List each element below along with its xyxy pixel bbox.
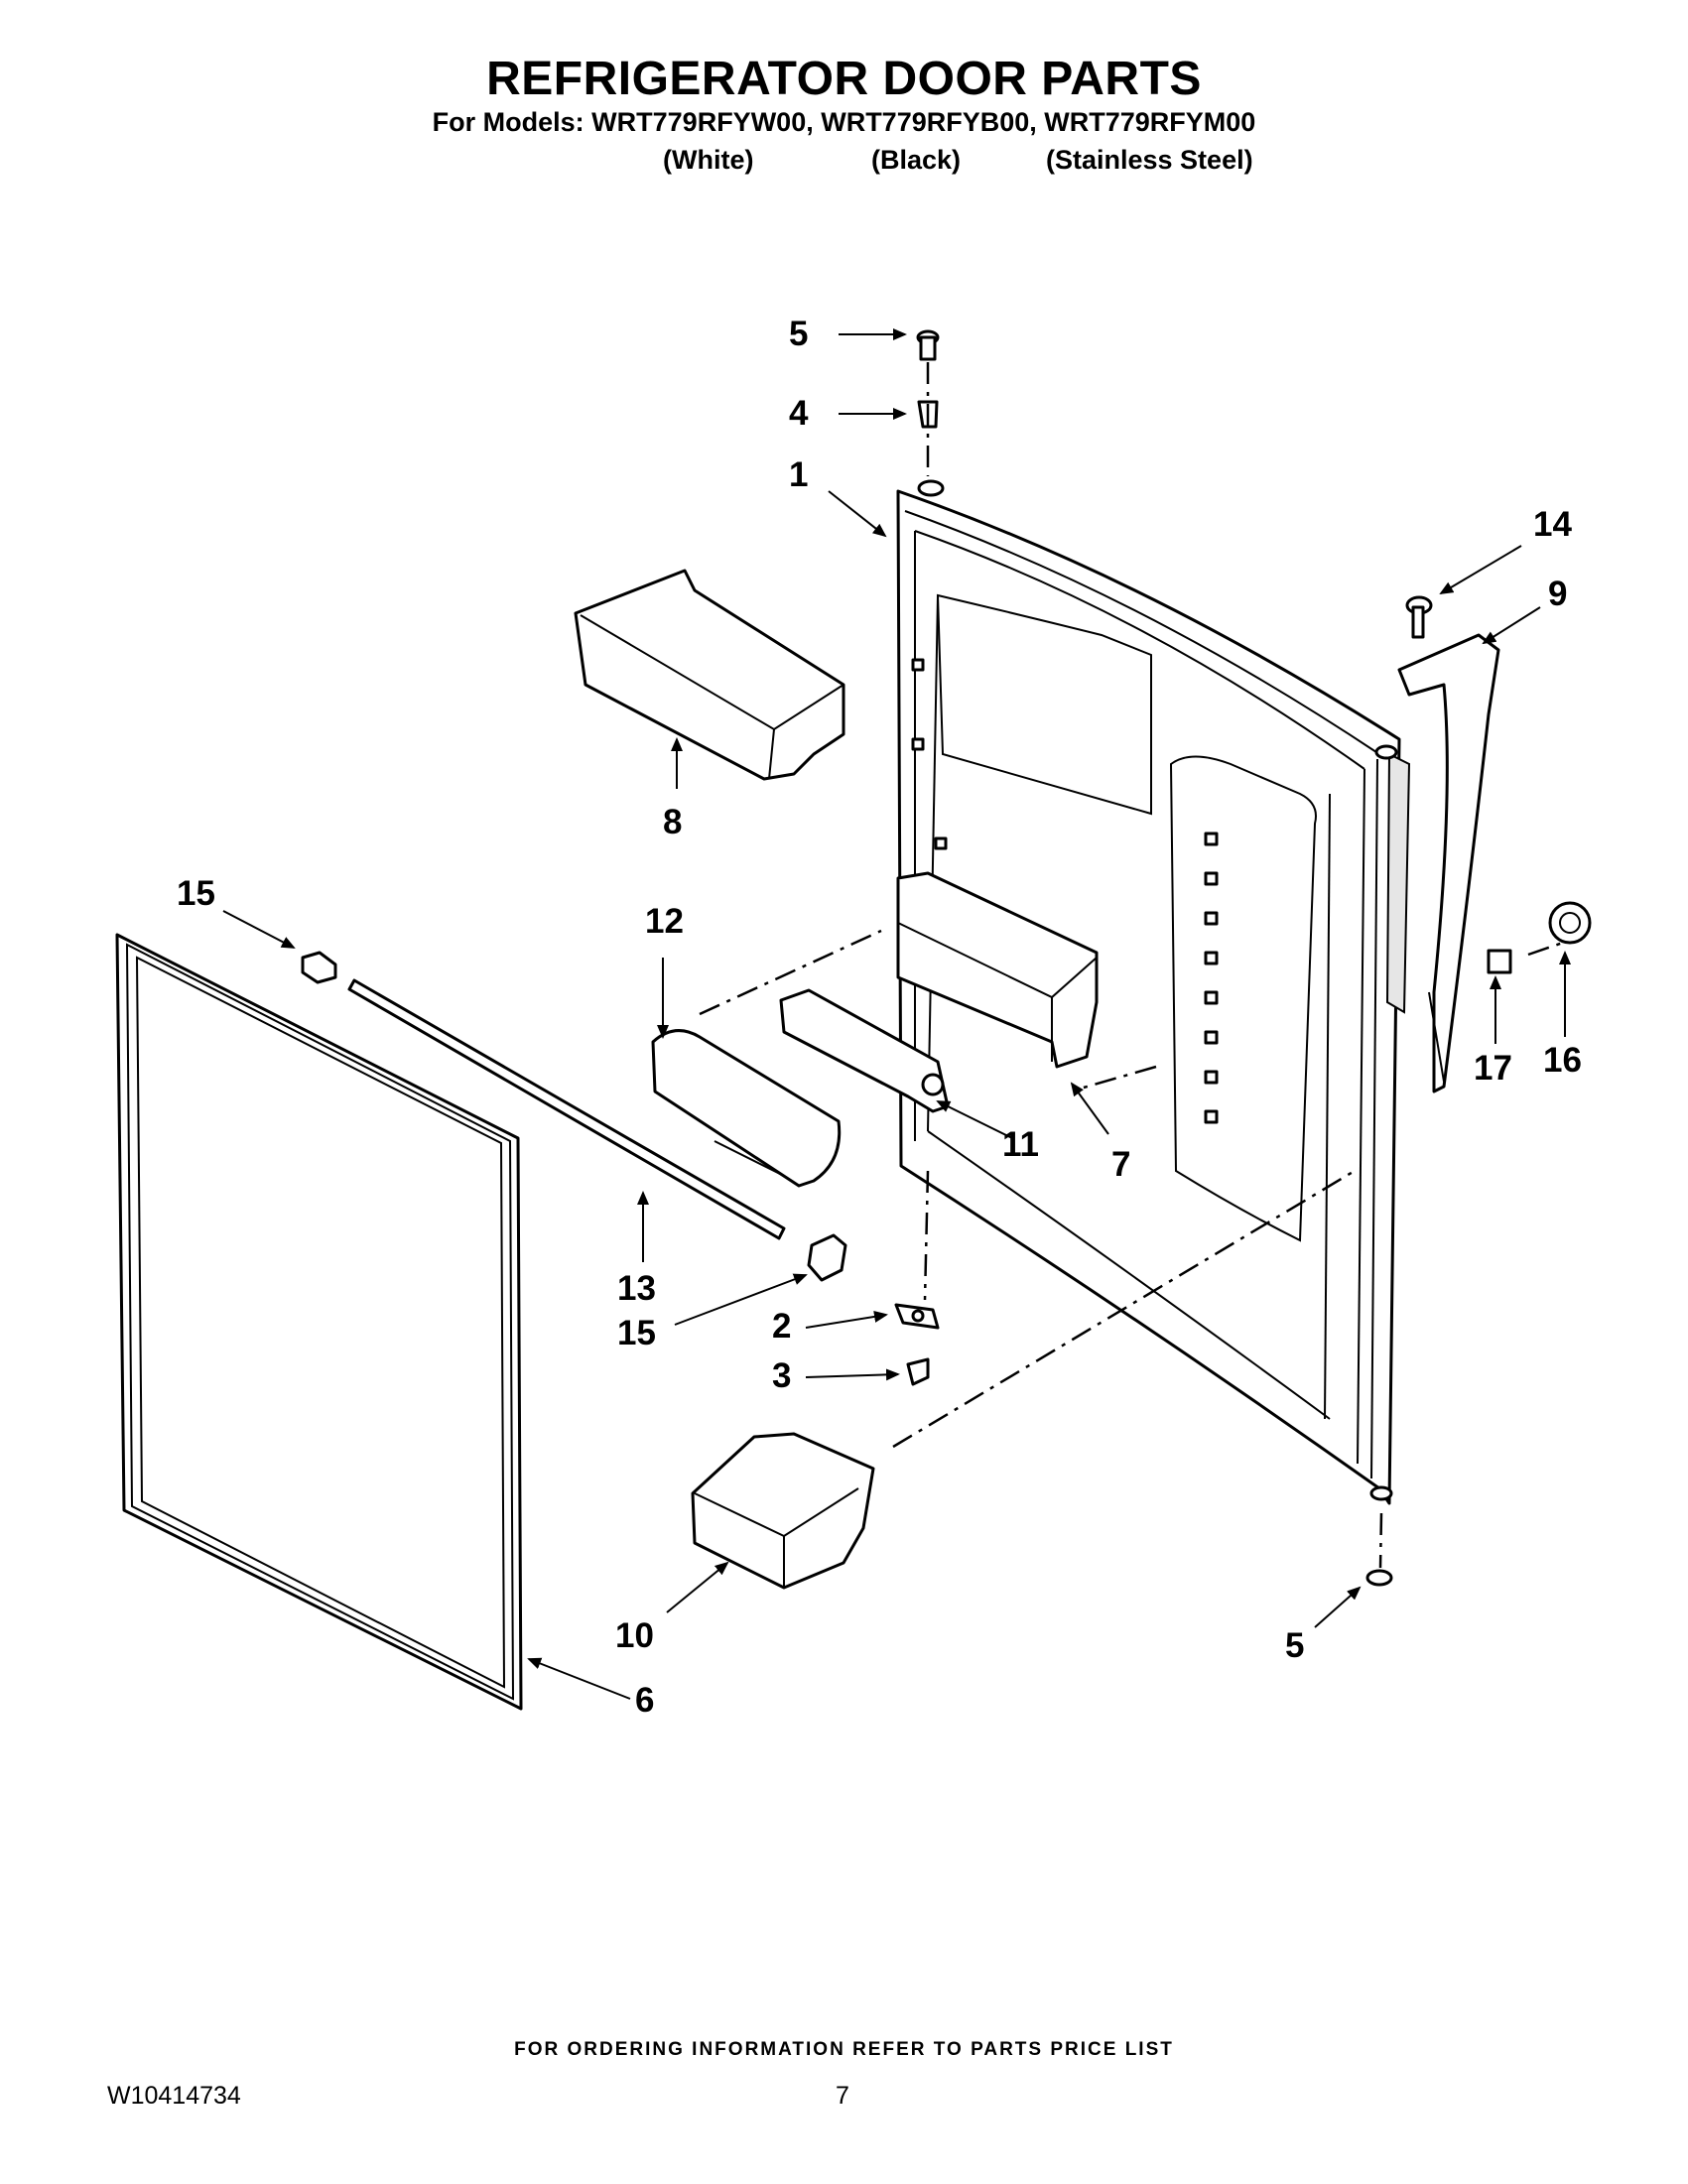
door-bin-8 [574, 569, 845, 781]
screw-14 [1405, 595, 1433, 639]
callout-3: 3 [772, 1356, 791, 1395]
door-gasket [115, 933, 523, 1711]
callout-10: 10 [615, 1616, 654, 1655]
callout-8: 8 [663, 803, 682, 841]
callout-12: 12 [645, 902, 684, 941]
dispenser-shelf-7 [896, 871, 1099, 1069]
page-title: REFRIGERATOR DOOR PARTS [486, 53, 1202, 105]
bin-11 [779, 988, 950, 1113]
callout-5-top: 5 [789, 315, 808, 353]
door-bin-10 [691, 1432, 875, 1590]
page-number: 7 [836, 2082, 849, 2110]
callout-5-bottom: 5 [1285, 1626, 1304, 1665]
assembly-lines [699, 362, 1564, 1569]
handle-9 [1397, 633, 1500, 1093]
clip-15-top [301, 951, 337, 984]
callout-4: 4 [789, 394, 809, 433]
callout-6: 6 [635, 1681, 654, 1720]
knob-16 [1548, 901, 1592, 945]
callout-9: 9 [1548, 575, 1567, 613]
callout-leaders [222, 328, 1571, 1700]
ordering-note: FOR ORDERING INFORMATION REFER TO PARTS … [514, 2039, 1174, 2060]
fastener-17 [1487, 949, 1512, 974]
callout-16: 16 [1543, 1041, 1582, 1080]
variant-stainless: (Stainless Steel) [1046, 145, 1253, 175]
door-outer-panel [896, 479, 1411, 1505]
callout-17: 17 [1474, 1049, 1512, 1088]
cover-12 [651, 1029, 842, 1188]
callout-15-bottom: 15 [617, 1314, 656, 1352]
callout-15-top: 15 [177, 874, 215, 913]
hinge-parts [894, 329, 1393, 1587]
model-list: For Models: WRT779RFYW00, WRT779RFYB00, … [432, 107, 1256, 137]
variant-white: (White) [663, 145, 754, 175]
document-number: W10414734 [107, 2082, 241, 2110]
rail-13 [347, 978, 786, 1240]
callout-1: 1 [789, 455, 808, 494]
variant-black: (Black) [871, 145, 962, 175]
clip-15-bottom [807, 1233, 847, 1282]
callout-14: 14 [1533, 505, 1572, 544]
callout-11: 11 [1002, 1125, 1039, 1164]
callout-7: 7 [1111, 1145, 1130, 1184]
callout-2: 2 [772, 1307, 791, 1346]
callout-13: 13 [617, 1269, 656, 1308]
callout-labels: 5 4 1 14 9 8 15 12 16 17 11 7 13 15 2 3 … [177, 315, 1582, 1720]
